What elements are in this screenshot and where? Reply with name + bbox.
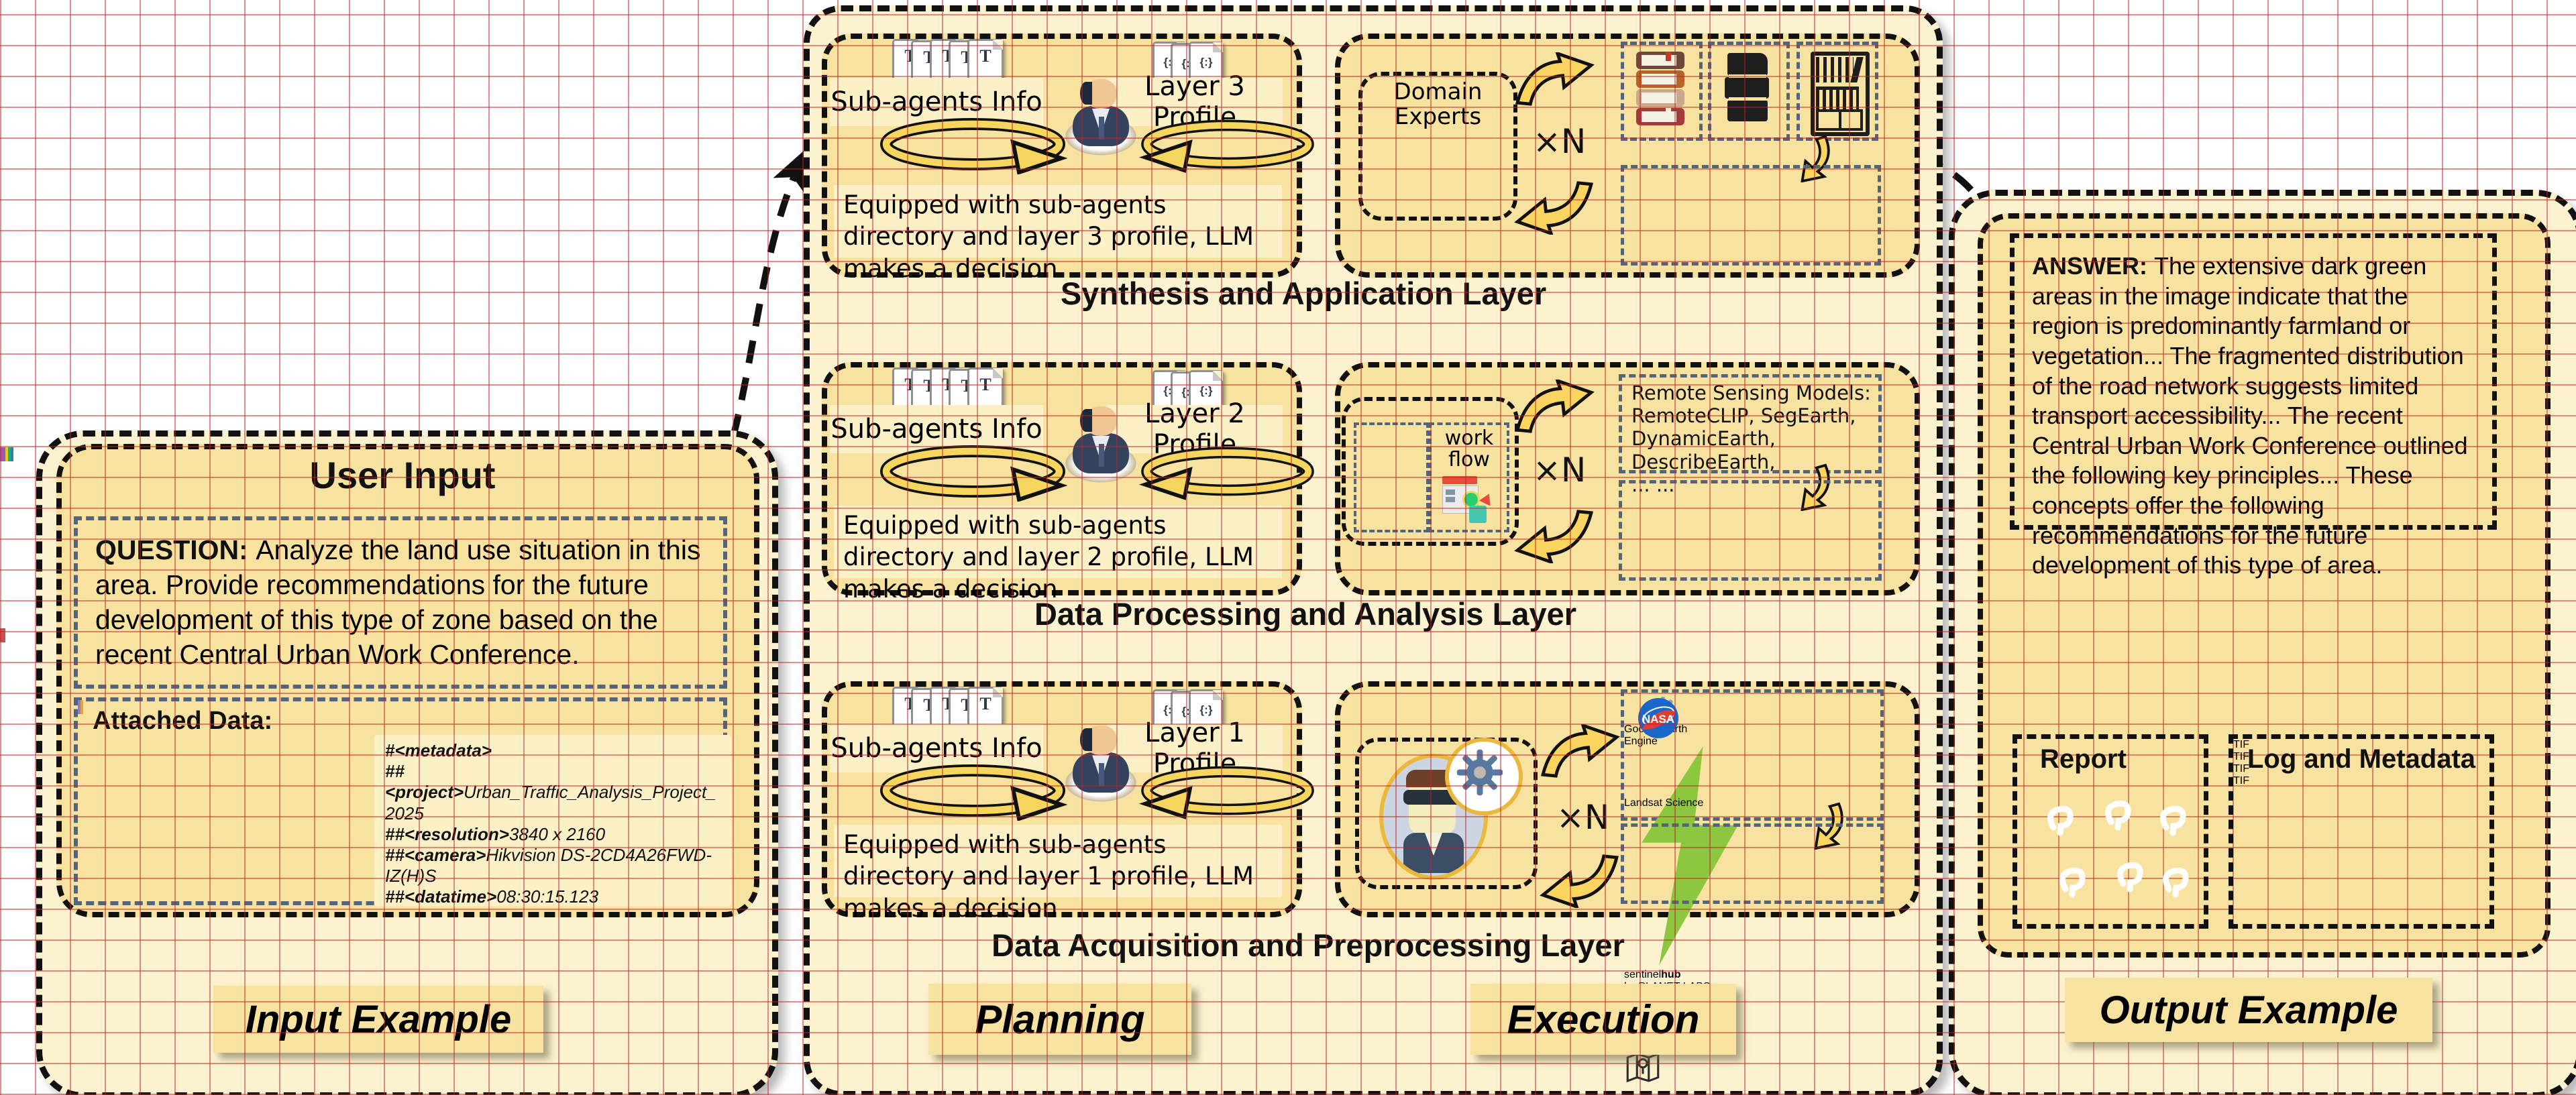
report-label: Report (2040, 744, 2127, 774)
report-glyph (2059, 867, 2086, 898)
report-glyph (2117, 862, 2143, 892)
report-box: Report (2012, 734, 2208, 929)
tif-file-icon: TIF (2233, 751, 2249, 762)
output-example-chip: Output Example (2065, 978, 2432, 1042)
report-glyph (2163, 867, 2189, 898)
tif-file-icon: TIF (2233, 739, 2249, 750)
report-glyph (2047, 805, 2074, 836)
log-metadata-label: Log and Metadata (2247, 744, 2476, 774)
tif-file-icon: TIF (2233, 775, 2249, 787)
report-glyph (2160, 805, 2186, 836)
report-glyph (2105, 800, 2131, 831)
tif-file-icon: TIF (2233, 763, 2249, 774)
log-metadata-box: Log and Metadata TIF TIF TIF TIF (2229, 734, 2494, 929)
